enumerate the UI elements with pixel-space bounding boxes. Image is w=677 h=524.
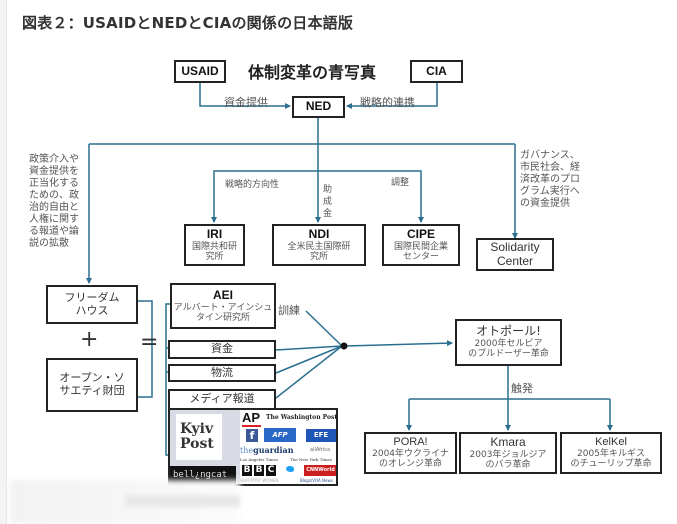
edge-cia-ned xyxy=(346,82,438,109)
node-media: メディア報道 xyxy=(168,389,276,410)
logo-ny-times: The New York Times xyxy=(290,457,332,462)
node-kelkel-sub2: のチューリップ革命 xyxy=(570,459,652,470)
edge-aei-hub xyxy=(305,310,343,347)
edge-funds-hub xyxy=(275,345,343,351)
node-kmara-sub2: のバラ革命 xyxy=(485,459,531,470)
node-pora: PORA! 2004年ウクライナ のオレンジ革命 xyxy=(364,432,457,474)
node-solidarity: Solidarity Center xyxy=(476,238,554,271)
logo-allafrica: allAfrica xyxy=(310,447,331,453)
node-ned: NED xyxy=(292,96,345,118)
edge-label-aei-hub: 訓練 xyxy=(278,304,300,317)
blurred-caption-detail xyxy=(125,495,240,507)
logo-facebook: f xyxy=(246,429,258,442)
diagram-title: 体制変革の青写真 xyxy=(248,63,377,82)
logo-huffpost: HUFFPOST WOMEN xyxy=(240,478,279,483)
node-kmara-sub1: 2003年ジョルジア xyxy=(469,449,547,460)
node-ndi-sub: 全米民主国際研究所 xyxy=(287,241,351,262)
node-cia-label: CIA xyxy=(426,63,447,78)
node-iri: IRI 国際共和研究所 xyxy=(184,224,245,266)
node-logistics-label: 物流 xyxy=(211,365,233,379)
node-usaid-label: USAID xyxy=(181,63,219,78)
edge-hub-otpor xyxy=(343,340,453,347)
logo-guardian: theguardian xyxy=(240,445,294,455)
edge-label-usaid-ned: 資金提供 xyxy=(224,96,268,109)
node-funds-label: 資金 xyxy=(211,342,233,356)
node-kelkel: KelKel 2005年キルギス のチューリップ革命 xyxy=(560,432,662,474)
edge-ned-iri xyxy=(211,170,318,223)
node-ndi: NDI 全米民主国際研究所 xyxy=(272,224,366,266)
page-left-border xyxy=(0,0,7,524)
edge-label-ned-ndi: 助成金 xyxy=(323,185,333,219)
node-cipe-label: CIPE xyxy=(406,226,435,241)
edge-usaid-ned xyxy=(199,82,291,109)
node-usaid: USAID xyxy=(174,60,226,83)
node-solidarity-label: Solidarity Center xyxy=(490,239,540,268)
node-kmara: Kmara 2003年ジョルジア のバラ革命 xyxy=(459,432,557,474)
edge-label-cia-ned: 戦略的連携 xyxy=(360,96,415,109)
edge-label-otpor-children: 触発 xyxy=(511,382,533,395)
logo-bbc-c: C xyxy=(266,465,276,476)
plus-operator: + xyxy=(80,327,99,352)
node-pora-sub2: のオレンジ革命 xyxy=(378,459,442,470)
logo-washington-post: The Washington Post xyxy=(266,414,338,421)
node-kelkel-label: KelKel xyxy=(595,436,627,449)
logo-afp: AFP xyxy=(264,428,296,442)
edge-logistics-hub xyxy=(275,345,343,374)
node-pora-label: PORA! xyxy=(393,436,428,449)
logo-efe: EFE xyxy=(306,429,336,442)
node-freedom-house: フリーダム ハウス xyxy=(46,285,138,324)
logo-kyiv-post: Kyiv Post xyxy=(176,414,222,460)
twitter-icon xyxy=(286,466,294,472)
logo-guardian-main: guardian xyxy=(253,445,294,455)
node-open-society-label: オープン・ソサエティ財団 xyxy=(59,371,125,397)
node-pora-sub1: 2004年ウクライナ xyxy=(372,448,449,459)
node-ned-label: NED xyxy=(305,99,332,114)
figure-heading: 図表２：USAIDとNEDとCIAの関係の日本語版 xyxy=(22,14,354,32)
edge-label-ned-freedom: 政策介入や資金提供を正当化するための、政治的自由と人権に関する報道や論説の拡散 xyxy=(29,154,79,249)
node-open-society: オープン・ソサエティ財団 xyxy=(46,358,138,412)
bracket-foundations xyxy=(137,300,153,398)
media-logos-collage: Kyiv Post bell¿ngcat AP The Washington P… xyxy=(168,408,338,486)
logo-voa: Blogs/VOA News xyxy=(300,478,333,483)
logo-grid: AP The Washington Post f AFP EFE theguar… xyxy=(240,410,338,484)
node-iri-label: IRI xyxy=(206,226,223,241)
edge-label-ned-cipe: 調整 xyxy=(391,178,410,188)
logo-ap-underline xyxy=(242,425,261,427)
edge-label-ned-iri: 戦略的方向性 xyxy=(225,180,280,190)
edge-ned-cipe xyxy=(318,170,424,223)
node-cipe-sub: 国際民間企業センター xyxy=(393,241,448,262)
logo-kyiv-post-text: Kyiv Post xyxy=(180,421,214,452)
logo-bbc-b1: B xyxy=(242,465,252,476)
logo-guardian-pre: the xyxy=(240,446,254,455)
logo-la-times: Los Angeles Times xyxy=(240,457,278,462)
node-media-label: メディア報道 xyxy=(189,392,255,406)
node-otpor-sub2: のブルドーザー革命 xyxy=(468,349,549,360)
node-ndi-label: NDI xyxy=(308,226,330,241)
node-aei-sub: アルバート・アインシュタイン研究所 xyxy=(173,302,273,323)
logo-bbc-b2: B xyxy=(254,465,264,476)
node-funds: 資金 xyxy=(168,340,276,359)
node-otpor-sub1: 2000年セルビア xyxy=(474,339,543,350)
node-aei-label: AEI xyxy=(212,287,233,302)
node-otpor: オトポール! 2000年セルビア のブルドーザー革命 xyxy=(455,319,562,366)
node-kelkel-sub1: 2005年キルギス xyxy=(577,448,645,459)
node-otpor-label: オトポール! xyxy=(476,324,541,339)
node-freedom-house-label: フリーダム ハウス xyxy=(64,290,120,317)
node-cipe: CIPE 国際民間企業センター xyxy=(382,224,460,266)
node-kmara-label: Kmara xyxy=(490,434,526,449)
logo-cnn: CNNWorld xyxy=(304,465,336,476)
node-aei: AEI アルバート・アインシュタイン研究所 xyxy=(170,283,276,329)
edge-label-ned-solidarity: ガバナンス、市民社会、経済改革のプログラム実行への資金提供 xyxy=(520,150,580,209)
node-logistics: 物流 xyxy=(168,364,276,382)
logo-ap: AP xyxy=(242,410,261,425)
edge-media-hub xyxy=(275,345,343,399)
node-cia: CIA xyxy=(410,60,463,83)
logo-bellingcat: bell¿ngcat xyxy=(170,466,236,484)
node-iri-sub: 国際共和研究所 xyxy=(191,241,237,262)
hub-dot xyxy=(340,342,348,350)
equals-operator: = xyxy=(140,330,159,355)
